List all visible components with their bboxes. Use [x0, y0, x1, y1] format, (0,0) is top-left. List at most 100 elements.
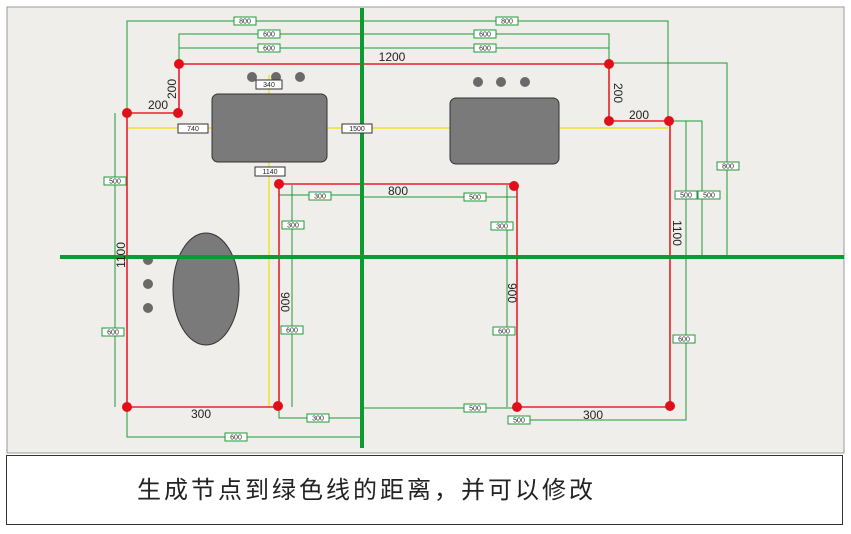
axis-lines[interactable] [60, 8, 844, 448]
dim-box-bottom-500-mid[interactable]: 500 [463, 403, 487, 413]
dim-box-left-600[interactable]: 600 [101, 327, 125, 337]
label-200-left-vert[interactable]: 200 [165, 79, 179, 99]
segment-labels: 1200 200 200 200 200 800 1100 1100 900 9… [114, 50, 684, 422]
node[interactable] [122, 402, 132, 412]
dim-label: 500 [513, 418, 525, 425]
node[interactable] [122, 108, 132, 118]
dim-label: 340 [263, 82, 275, 89]
dim-label: 600 [263, 32, 275, 39]
dim-line-top-600b [178, 47, 610, 64]
dim-label: 300 [312, 416, 324, 423]
label-800-inner[interactable]: 800 [388, 184, 408, 198]
dim-label: 300 [496, 224, 508, 231]
dim-box-sink-740[interactable]: 740 [177, 123, 209, 134]
dim-label: 600 [678, 337, 690, 344]
dim-label: 600 [230, 435, 242, 442]
label-1200[interactable]: 1200 [379, 50, 406, 64]
node[interactable] [665, 401, 675, 411]
caption-text: 生成节点到绿色线的距离，并可以修改 [137, 476, 596, 504]
dim-box-top-800-left[interactable]: 800 [233, 16, 257, 26]
faucet-hole-right-1 [473, 77, 483, 87]
dim-box-bottom-600[interactable]: 600 [224, 432, 248, 442]
dim-line-top-800 [126, 20, 669, 121]
dim-box-inner-300-left[interactable]: 300 [308, 191, 332, 201]
faucet-hole-side-2 [143, 279, 153, 289]
faucet-hole-left-3 [295, 72, 305, 82]
dim-box-top-600b-left[interactable]: 600 [257, 43, 281, 53]
fixtures [143, 72, 560, 346]
dim-box-sink-1500[interactable]: 1500 [341, 123, 373, 134]
label-1100-right[interactable]: 1100 [670, 220, 684, 246]
dim-boxes: 800 600 600 800 600 600 340 740 1500 114… [101, 16, 740, 442]
dim-box-bottom-500-right[interactable]: 500 [507, 415, 531, 425]
dim-box-top-600-right[interactable]: 600 [473, 29, 497, 39]
dim-box-left-500[interactable]: 500 [103, 176, 127, 186]
faucet-hole-right-2 [496, 77, 506, 87]
node[interactable] [509, 181, 519, 191]
dim-box-bottom-300-small[interactable]: 300 [306, 413, 330, 423]
dim-box-top-800-right[interactable]: 800 [495, 16, 519, 26]
dim-label: 600 [479, 46, 491, 53]
dim-label: 500 [469, 406, 481, 413]
dim-box-top-600-left[interactable]: 600 [257, 29, 281, 39]
faucet-hole-left-1 [247, 72, 257, 82]
dim-label: 800 [501, 19, 513, 26]
node[interactable] [173, 108, 183, 118]
label-900-left[interactable]: 900 [278, 292, 292, 312]
basin-oval [172, 232, 240, 346]
dim-box-inner-600-left[interactable]: 600 [280, 325, 304, 335]
label-200-right-horiz[interactable]: 200 [629, 108, 649, 122]
dim-label: 500 [469, 195, 481, 202]
dim-box-sink-1140[interactable]: 1140 [254, 166, 286, 177]
dim-label: 500 [109, 179, 121, 186]
dim-box-right-600[interactable]: 600 [672, 334, 696, 344]
sink-left [211, 93, 328, 163]
dim-label: 800 [239, 19, 251, 26]
node[interactable] [273, 401, 283, 411]
dim-label: 500 [680, 193, 692, 200]
label-200-left-horiz[interactable]: 200 [148, 98, 168, 112]
dim-box-inner-300-vr[interactable]: 300 [490, 221, 514, 231]
faucet-hole-right-3 [520, 77, 530, 87]
dim-label: 300 [287, 223, 299, 230]
nodes [122, 59, 675, 412]
dim-box-inner-500-right[interactable]: 500 [463, 192, 487, 202]
dim-box-top-600b-right[interactable]: 600 [473, 43, 497, 53]
caption-panel: 生成节点到绿色线的距离，并可以修改 [6, 455, 843, 525]
dim-label: 1140 [262, 169, 277, 176]
dim-box-right-500a[interactable]: 500 [674, 190, 698, 200]
node[interactable] [664, 116, 674, 126]
label-300-bottom-left[interactable]: 300 [191, 407, 211, 421]
dim-label: 1500 [349, 126, 365, 133]
node[interactable] [274, 179, 284, 189]
sink-right [449, 97, 560, 165]
label-900-right[interactable]: 900 [505, 283, 519, 303]
label-1100-left[interactable]: 1100 [114, 242, 128, 268]
label-200-right-vert[interactable]: 200 [611, 83, 625, 103]
dim-label: 600 [286, 328, 298, 335]
dim-box-inner-300-vl[interactable]: 300 [281, 220, 305, 230]
node[interactable] [604, 59, 614, 69]
dim-label: 600 [107, 330, 119, 337]
label-300-bottom-right[interactable]: 300 [583, 408, 603, 422]
dim-box-right-500b[interactable]: 500 [697, 190, 721, 200]
node[interactable] [174, 59, 184, 69]
dim-label: 300 [314, 194, 326, 201]
dim-box-sink-340[interactable]: 340 [255, 79, 283, 90]
node[interactable] [512, 402, 522, 412]
dim-line-bottom-600 [126, 407, 363, 438]
dim-box-right-800[interactable]: 800 [716, 161, 740, 171]
dim-label: 600 [263, 46, 275, 53]
dim-line-right-800 [609, 62, 728, 257]
dim-label: 600 [498, 329, 510, 336]
dim-label: 500 [703, 193, 715, 200]
dim-label: 600 [479, 32, 491, 39]
dim-box-inner-600-right[interactable]: 600 [492, 326, 516, 336]
faucet-hole-side-3 [143, 303, 153, 313]
canvas-background [6, 6, 845, 454]
dim-label: 740 [187, 126, 199, 133]
dim-label: 800 [722, 164, 734, 171]
node[interactable] [604, 116, 614, 126]
